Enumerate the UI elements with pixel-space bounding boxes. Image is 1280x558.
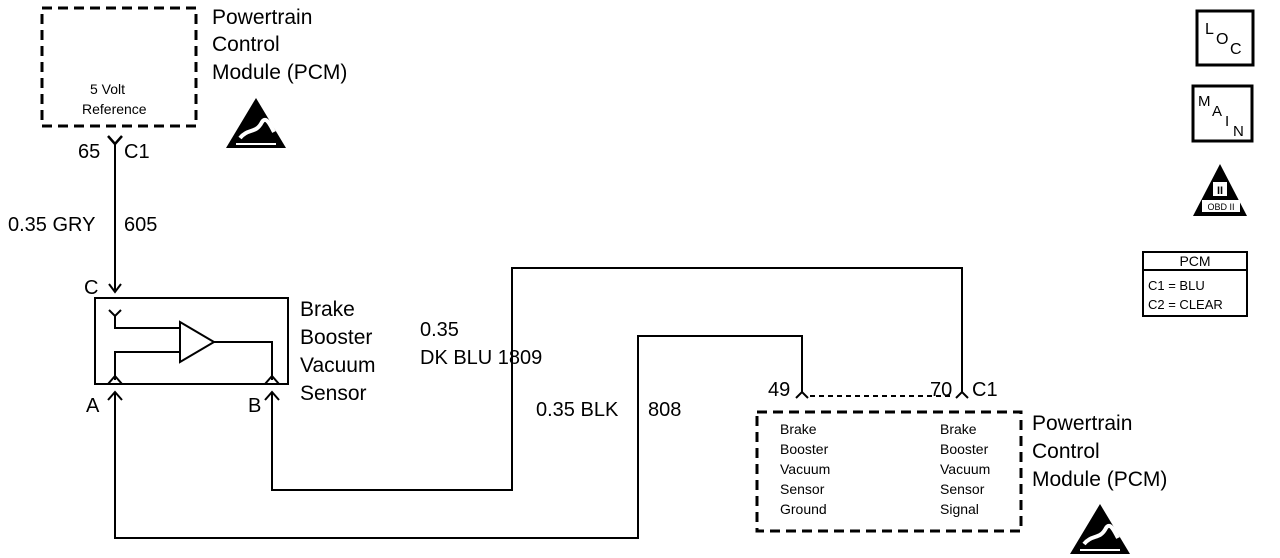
wire-dkblu-label: DK BLU 1809	[420, 347, 542, 369]
sensor-title-line-1: Brake	[300, 298, 355, 321]
pcm-left-line-2: Booster	[780, 441, 829, 457]
pcm-top-title-line-2: Control	[212, 33, 280, 56]
pcm-top-module: 5 Volt Reference Powertrain Control Modu…	[40, 6, 347, 163]
pcm-connector-legend: PCM C1 = BLU C2 = CLEAR	[1142, 251, 1248, 317]
connector-pin-icon	[107, 135, 123, 146]
pcm-bottom-pin-49: 49	[768, 379, 790, 401]
pcm-bottom-title-line-2: Control	[1032, 440, 1100, 463]
pcm-bottom-module: 49 70 C1 Brake Booster Vacuum Sensor Gro…	[755, 379, 1167, 556]
wire-dkblu-gauge: 0.35	[420, 319, 459, 341]
esd-warning-icon	[224, 96, 288, 150]
pcm-right-line-3: Vacuum	[940, 461, 990, 477]
pcm-top-connector: C1	[124, 141, 150, 163]
sensor-terminal-c: C	[84, 277, 98, 299]
main-icon: M A I N	[1191, 84, 1254, 143]
pcm-left-line-3: Vacuum	[780, 461, 830, 477]
svg-text:M: M	[1198, 93, 1211, 110]
svg-text:OBD II: OBD II	[1207, 202, 1234, 212]
pcm-right-line-1: Brake	[940, 421, 977, 437]
pcm-left-line-1: Brake	[780, 421, 817, 437]
pcm-top-title-line-3: Module (PCM)	[212, 61, 347, 84]
wires	[108, 144, 963, 539]
pcm-right-line-4: Sensor	[940, 481, 985, 497]
wire-gry-label: 0.35 GRY	[8, 214, 95, 236]
pcm-legend-header: PCM	[1179, 253, 1210, 269]
pcm-top-pin: 65	[78, 141, 100, 163]
vacuum-sensor: C A B Brake Booster Vacuum Sensor	[84, 277, 375, 417]
svg-text:C: C	[1230, 41, 1242, 58]
svg-text:O: O	[1216, 31, 1228, 48]
pcm-bottom-connector: C1	[972, 379, 998, 401]
wire-blk-circuit: 808	[648, 399, 681, 421]
pcm-left-line-5: Ground	[780, 501, 827, 517]
svg-text:N: N	[1233, 123, 1244, 140]
pcm-legend-row-c2: C2 = CLEAR	[1148, 297, 1223, 312]
svg-text:I: I	[1225, 113, 1229, 130]
wire-gry-circuit: 605	[124, 214, 157, 236]
pcm-top-title-line-1: Powertrain	[212, 6, 312, 29]
sensor-title-line-2: Booster	[300, 326, 372, 349]
pcm-top-inner-line-2: Reference	[82, 101, 147, 117]
pcm-bottom-title-line-3: Module (PCM)	[1032, 468, 1167, 491]
pcm-bottom-title-line-1: Powertrain	[1032, 412, 1132, 435]
svg-text:II: II	[1217, 185, 1223, 197]
pcm-top-inner-line-1: 5 Volt	[90, 81, 125, 97]
svg-text:L: L	[1205, 21, 1214, 38]
sensor-title-line-3: Vacuum	[300, 354, 375, 377]
obd-ii-icon: II OBD II	[1193, 164, 1247, 216]
svg-text:A: A	[1212, 103, 1222, 120]
pcm-legend-row-c1: C1 = BLU	[1148, 278, 1205, 293]
pcm-right-line-5: Signal	[940, 501, 979, 517]
sensor-title-line-4: Sensor	[300, 382, 367, 405]
sensor-terminal-a: A	[86, 395, 100, 417]
pcm-right-line-2: Booster	[940, 441, 989, 457]
pcm-bottom-pin-70: 70	[930, 379, 952, 401]
pcm-left-line-4: Sensor	[780, 481, 825, 497]
esd-warning-icon	[1068, 502, 1132, 556]
wire-blk-label: 0.35 BLK	[536, 399, 619, 421]
loc-icon: L O C	[1195, 9, 1255, 67]
sensor-terminal-b: B	[248, 395, 261, 417]
amplifier-icon	[179, 320, 216, 364]
